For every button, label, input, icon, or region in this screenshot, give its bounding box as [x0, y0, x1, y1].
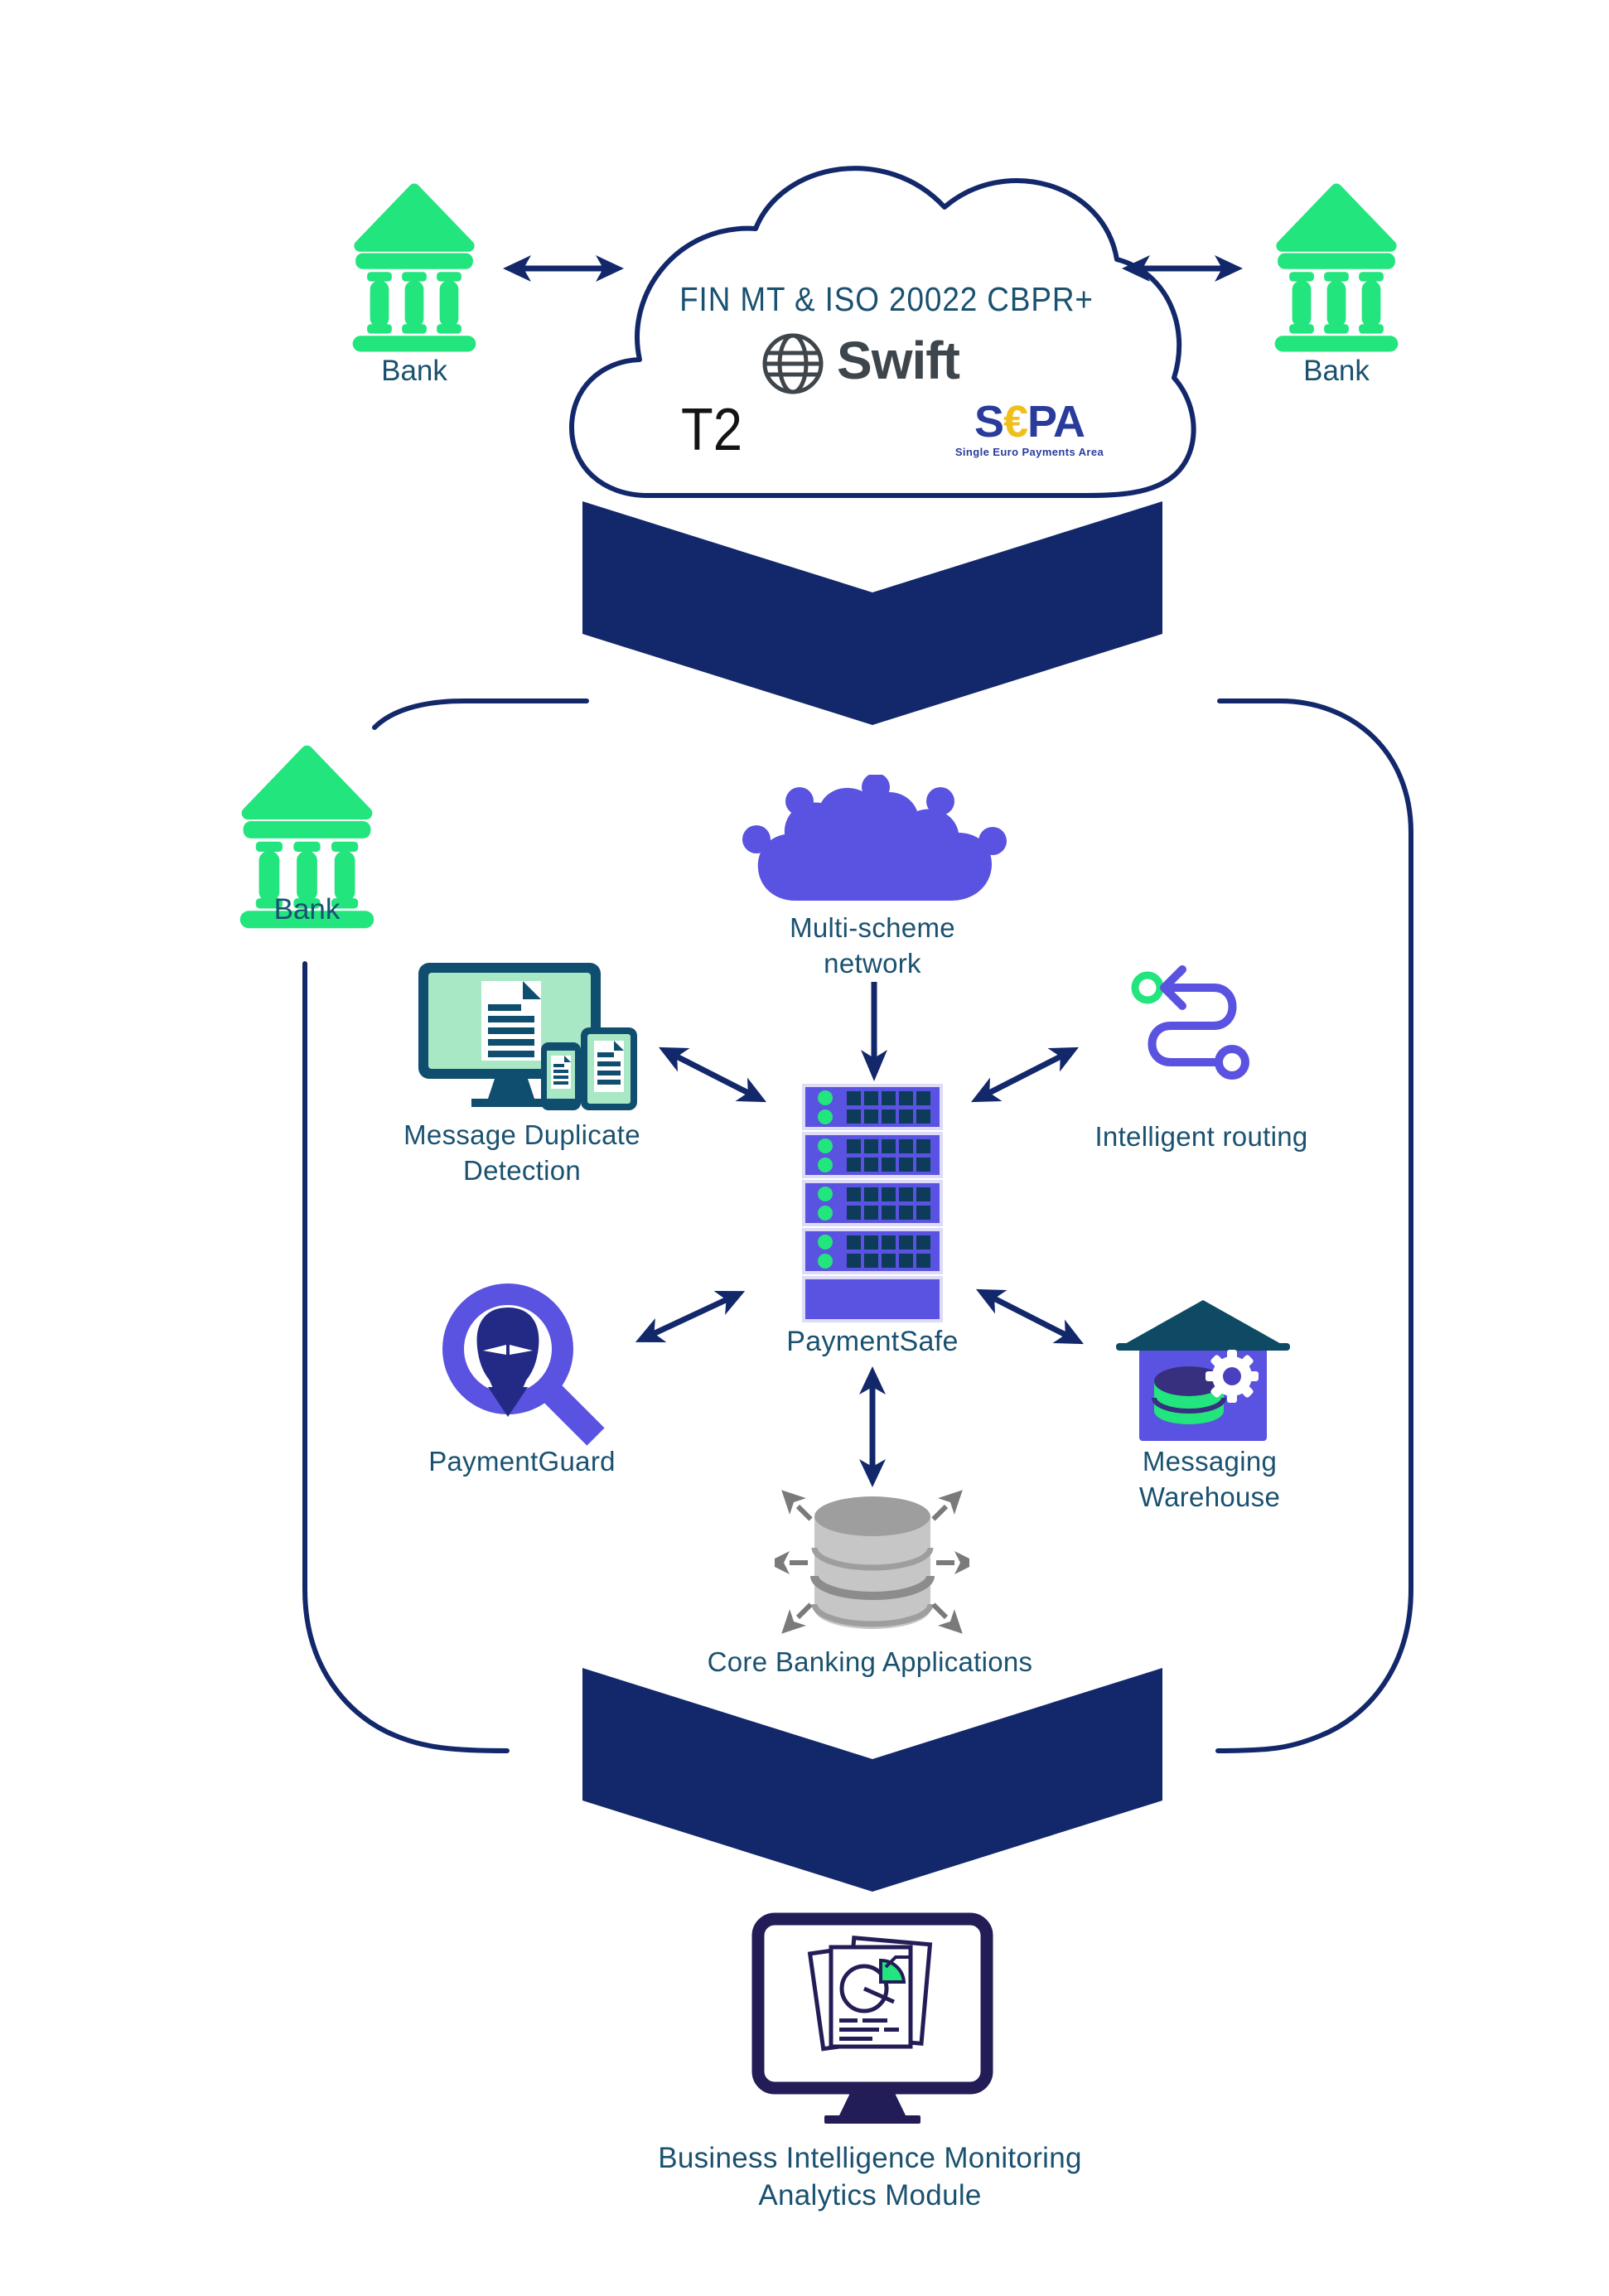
chevron-down-icon: [582, 1668, 1162, 1892]
warehouse-label: Messaging Warehouse: [1138, 1446, 1281, 1512]
sepa-subtitle: Single Euro Payments Area: [954, 446, 1104, 458]
spy-magnifier-icon: [442, 1283, 605, 1446]
chevron-down-icon: [582, 501, 1162, 725]
cloud-outline-icon: [569, 166, 1196, 498]
paymentguard-label: PaymentGuard: [428, 1446, 616, 1477]
database-cylinder-icon: [775, 1490, 969, 1634]
scheme-label: FIN MT & ISO 20022 CBPR+: [679, 280, 1094, 318]
warehouse-database-gear-icon: [1116, 1300, 1290, 1441]
core-banking-label: Core Banking Applications: [707, 1646, 1033, 1677]
devices-documents-icon: [418, 963, 637, 1110]
bank-label: Bank: [1303, 355, 1370, 387]
multischeme-label-line1: Multi-scheme: [790, 912, 955, 943]
bank-building-icon: [1274, 183, 1399, 352]
double-headed-arrow-icon: [970, 1046, 1080, 1103]
bank-label: Bank: [381, 355, 447, 387]
bank-label: Bank: [273, 893, 341, 926]
mdd-label-line2: Detection: [462, 1155, 582, 1186]
analytics-monitor-icon: [751, 1912, 993, 2124]
double-headed-arrow-icon: [975, 1288, 1085, 1345]
bi-monitoring-label: Business Intelligence Monitoring Analyti…: [539, 2139, 1201, 2214]
multischeme-label-line2: network: [824, 948, 921, 979]
routing-label: Intelligent routing: [1094, 1121, 1308, 1152]
double-headed-arrow-icon: [503, 255, 624, 282]
mdd-label: Message Duplicate Detection: [365, 1117, 679, 1188]
double-headed-arrow-icon: [658, 1046, 767, 1103]
double-headed-arrow-icon: [859, 1366, 886, 1487]
bank-building-icon: [352, 183, 476, 352]
multischeme-label: Multi-scheme network: [744, 910, 1001, 981]
down-arrow-icon: [861, 982, 887, 1081]
swift-globe-icon: [762, 333, 824, 394]
sepa-euro-glyph: €: [1003, 397, 1028, 447]
network-cloud-icon: [742, 775, 1007, 901]
sepa-wordmark: S€PA: [974, 397, 1085, 447]
bi-monitoring-label-line2: Analytics Module: [758, 2179, 982, 2211]
paymentsafe-label: PaymentSafe: [786, 1326, 959, 1357]
sepa-logo: S€PA Single Euro Payments Area: [953, 399, 1106, 458]
t2-label: T2: [681, 397, 742, 463]
bi-monitoring-label-line1: Business Intelligence Monitoring: [658, 2142, 1082, 2174]
routing-path-icon: [1131, 965, 1249, 1080]
report-papers: [807, 1936, 933, 2052]
gear-icon: [1206, 1350, 1259, 1403]
double-headed-arrow-icon: [1122, 255, 1243, 282]
swift-label: Swift: [837, 331, 960, 390]
server-rack-icon: [802, 1084, 943, 1322]
mdd-label-line1: Message Duplicate: [403, 1119, 640, 1150]
double-headed-arrow-icon: [635, 1291, 746, 1342]
bank-building-icon: [239, 745, 374, 929]
